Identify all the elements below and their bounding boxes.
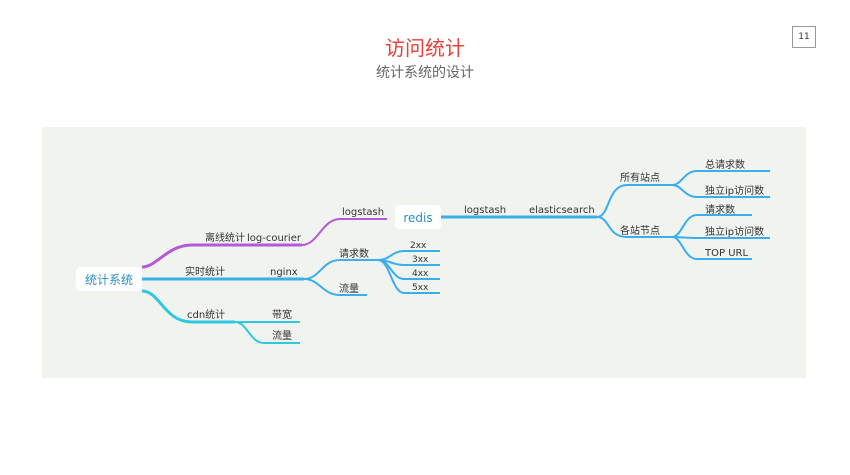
all-sites-line bbox=[596, 184, 672, 218]
logstash-branch-line bbox=[301, 218, 387, 246]
page-subtitle: 统计系统的设计 bbox=[376, 65, 474, 81]
offline-branch-line bbox=[141, 243, 302, 269]
page-title: 访问统计 bbox=[385, 36, 465, 60]
total-requests-line bbox=[671, 170, 770, 186]
status-2xx-line bbox=[377, 250, 440, 261]
unique-ip-label: 独立ip访问数 bbox=[705, 184, 764, 197]
status-5xx-line bbox=[377, 259, 440, 294]
mindmap-diagram: 统计系统 离线统计 log-courier logstash redis log… bbox=[76, 158, 770, 344]
root-node: 统计系统 bbox=[85, 273, 133, 287]
requests-line bbox=[303, 259, 378, 280]
top-url-label: TOP URL bbox=[704, 248, 748, 259]
offline-label: 离线统计 bbox=[205, 231, 245, 244]
cdn-branch-line bbox=[141, 289, 235, 324]
log-courier-label: log-courier bbox=[247, 233, 302, 244]
total-requests-label: 总请求数 bbox=[705, 158, 745, 171]
realtime-label: 实时统计 bbox=[185, 265, 225, 278]
site-unique-ip-label: 独立ip访问数 bbox=[705, 225, 764, 238]
logstash-out-label: logstash bbox=[464, 205, 506, 216]
cdn-traffic-label: 流量 bbox=[272, 329, 292, 342]
status-2xx-label: 2xx bbox=[410, 241, 427, 251]
logstash-label: logstash bbox=[342, 207, 384, 218]
cdn-traffic-line bbox=[234, 321, 300, 344]
traffic-label: 流量 bbox=[339, 282, 359, 295]
requests-label: 请求数 bbox=[339, 247, 369, 260]
status-3xx-label: 3xx bbox=[412, 255, 429, 265]
bandwidth-label: 带宽 bbox=[272, 308, 292, 321]
traffic-line bbox=[303, 278, 367, 296]
redis-node: redis bbox=[403, 211, 432, 225]
top-url-line bbox=[671, 236, 752, 260]
cdn-label: cdn统计 bbox=[187, 308, 225, 321]
elasticsearch-label: elasticsearch bbox=[529, 205, 595, 216]
diagram-panel: 统计系统 离线统计 log-courier logstash redis log… bbox=[42, 127, 806, 378]
each-site-label: 各站节点 bbox=[620, 224, 660, 237]
all-sites-label: 所有站点 bbox=[620, 171, 660, 184]
status-4xx-label: 4xx bbox=[412, 269, 429, 279]
redis-node-box bbox=[395, 205, 441, 229]
nginx-label: nginx bbox=[270, 267, 298, 278]
site-requests-label: 请求数 bbox=[705, 203, 735, 216]
status-5xx-label: 5xx bbox=[412, 283, 429, 293]
root-node-box bbox=[76, 267, 142, 291]
each-site-line bbox=[596, 216, 672, 238]
page-number: 11 bbox=[792, 26, 816, 48]
unique-ip-line bbox=[671, 184, 770, 198]
